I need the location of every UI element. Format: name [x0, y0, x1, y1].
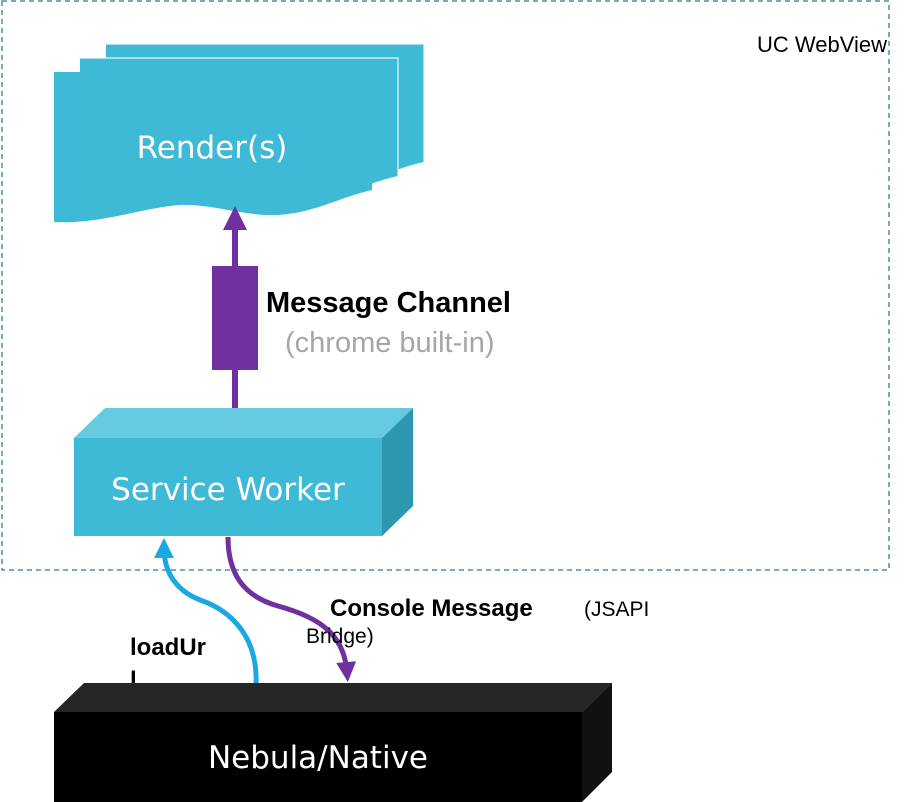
- console-message-note-line1: (JSAPI: [584, 598, 649, 621]
- console-message-label: Console Message: [330, 595, 533, 622]
- load-url-label-line1: loadUr: [130, 634, 206, 661]
- load-url-label-line2: l: [130, 667, 137, 694]
- uc-webview-container: [1, 0, 890, 571]
- service-worker-node: Service Worker: [74, 408, 413, 536]
- console-message-note-line2: Bridge): [306, 625, 374, 648]
- console-message-arrow: [225, 536, 357, 682]
- renders-node: Render(s): [54, 43, 425, 223]
- uc-webview-label: UC WebView: [757, 32, 887, 57]
- message-channel-edge: [212, 206, 258, 434]
- native-label: Nebula/Native: [208, 740, 428, 776]
- load-url-arrow: [154, 538, 259, 685]
- native-node: Nebula/Native: [54, 683, 612, 802]
- renders-label: Render(s): [137, 130, 288, 166]
- message-channel-label: Message Channel: [266, 287, 511, 319]
- service-worker-label: Service Worker: [111, 472, 345, 508]
- message-channel-note: (chrome built-in): [285, 327, 495, 359]
